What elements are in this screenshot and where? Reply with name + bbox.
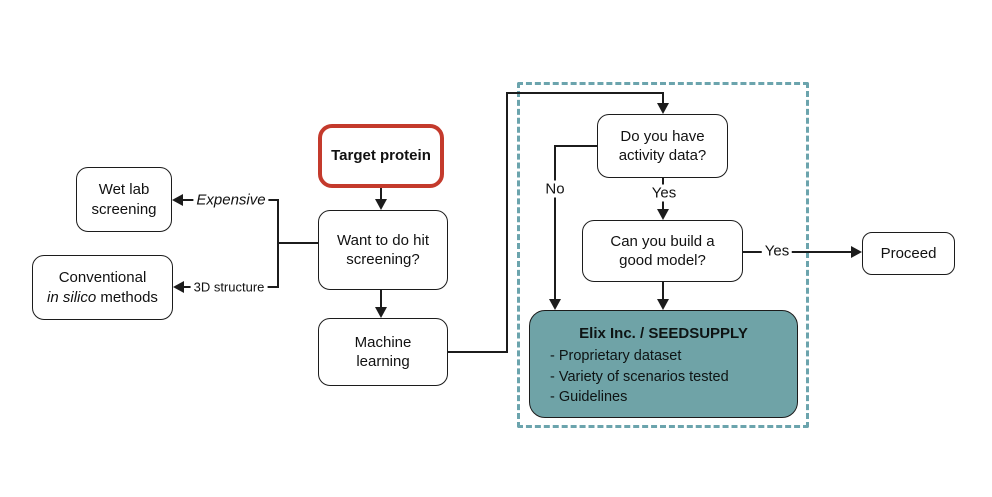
label-3d-structure: 3D structure <box>190 279 268 295</box>
edge-model-to-elix <box>662 282 664 299</box>
node-label: Wet lab <box>98 181 150 199</box>
seedsupply-dashed-region <box>517 82 809 428</box>
elix-bullet: - Guidelines <box>550 389 628 406</box>
node-good-model-question: Can you build a good model? <box>582 220 743 282</box>
elix-bullet: - Variety of scenarios tested <box>550 368 729 385</box>
node-label: in silico methods <box>47 288 158 307</box>
arrowhead-down-icon <box>375 199 387 210</box>
node-label-italic: in silico <box>47 288 97 306</box>
arrowhead-down-icon <box>549 299 561 310</box>
node-label-rest: methods <box>96 288 158 306</box>
node-machine-learning: Machine learning <box>318 318 448 386</box>
node-label: Machine <box>354 333 412 351</box>
node-label: screening? <box>346 251 420 268</box>
label-expensive: Expensive <box>193 191 269 209</box>
elix-title: Elix Inc. / SEEDSUPPLY <box>579 325 748 342</box>
node-label: Target protein <box>331 147 431 165</box>
node-activity-data-question: Do you have activity data? <box>597 114 728 178</box>
node-label: activity data? <box>618 147 707 164</box>
node-label: Proceed <box>880 244 937 262</box>
arrowhead-right-icon <box>851 246 862 258</box>
node-conventional-in-silico: Conventional in silico methods <box>32 255 173 320</box>
node-label: Do you have <box>620 127 705 145</box>
edge-into-activity <box>662 92 664 103</box>
node-elix-seedsupply: Elix Inc. / SEEDSUPPLY - Proprietary dat… <box>529 310 798 418</box>
edge-screening-to-junction <box>278 242 318 244</box>
node-proceed: Proceed <box>862 232 955 275</box>
edge-screening-to-ml <box>380 290 382 307</box>
arrowhead-left-icon <box>173 281 184 293</box>
label-no: No <box>542 180 568 198</box>
elix-bullet: - Proprietary dataset <box>550 348 682 365</box>
node-target-protein: Target protein <box>318 124 444 188</box>
elix-bullet-list: - Proprietary dataset - Variety of scena… <box>550 346 787 408</box>
edge-ml-out <box>448 351 508 353</box>
edge-model-yes-proceed <box>743 251 851 253</box>
node-label: screening <box>91 200 157 218</box>
node-wet-lab-screening: Wet lab screening <box>76 167 172 232</box>
edge-junction-vertical <box>277 199 279 288</box>
node-label: Want to do hit <box>337 231 429 249</box>
edge-ml-top <box>506 92 664 94</box>
edge-ml-up <box>506 92 508 353</box>
arrowhead-left-icon <box>172 194 183 206</box>
node-label: learning <box>356 353 410 370</box>
label-yes-activity: Yes <box>648 184 680 202</box>
arrowhead-down-icon <box>657 209 669 220</box>
arrowhead-down-icon <box>375 307 387 318</box>
node-label: Can you build a <box>610 232 715 250</box>
edge-target-to-screening <box>380 188 382 200</box>
node-label: good model? <box>619 252 706 269</box>
node-label: Conventional <box>58 269 147 287</box>
arrowhead-down-icon <box>657 299 669 310</box>
node-want-hit-screening: Want to do hit screening? <box>318 210 448 290</box>
edge-activity-no-v <box>554 145 556 299</box>
edge-activity-no-h <box>555 145 598 147</box>
label-yes-model: Yes <box>761 242 793 260</box>
arrowhead-down-icon <box>657 103 669 114</box>
